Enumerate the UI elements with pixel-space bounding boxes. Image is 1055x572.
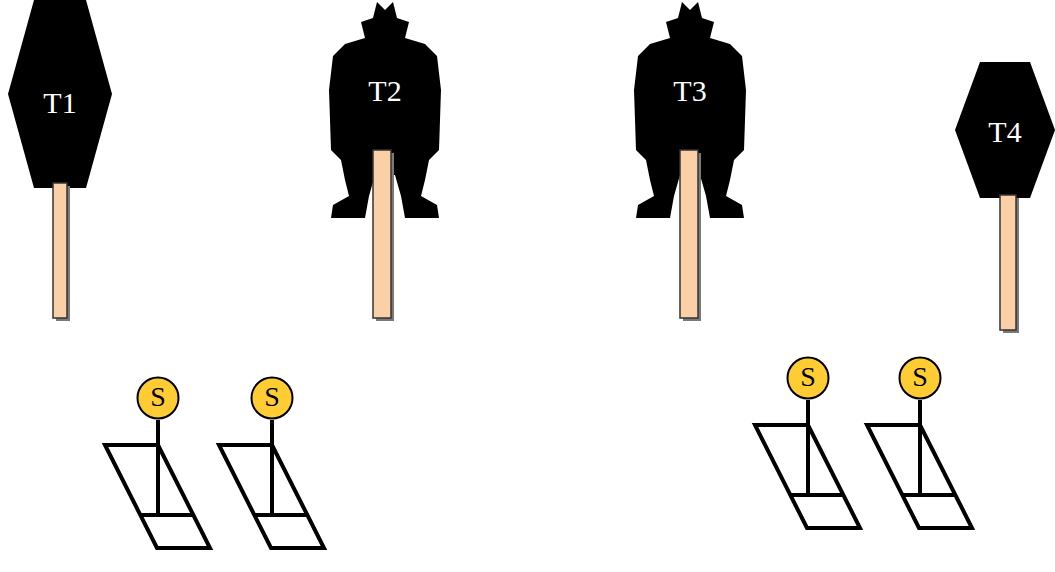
shooter-marker: S <box>786 356 830 400</box>
shooter-marker: S <box>136 376 180 420</box>
silhouette-shape <box>634 2 746 218</box>
target-label: T2 <box>325 74 445 108</box>
target-silhouette: T2 <box>325 0 445 222</box>
shooter-stand <box>105 420 210 548</box>
target-label: T3 <box>630 74 750 108</box>
shooter-label: S <box>136 381 180 413</box>
shooter-stand <box>867 400 972 528</box>
silhouette-shape <box>329 2 441 218</box>
target-stick <box>373 150 394 321</box>
target-board: T1 <box>8 0 112 188</box>
shooter-stand <box>755 400 860 528</box>
shooter-marker: S <box>250 376 294 420</box>
shooter-label: S <box>250 381 294 413</box>
target-silhouette-outline <box>325 0 445 222</box>
target-stick <box>53 183 70 321</box>
target-label: T4 <box>955 115 1055 149</box>
shooter-label: S <box>898 361 942 393</box>
target-stick <box>1000 195 1019 333</box>
hexagon-shape <box>955 62 1055 198</box>
shooter-label: S <box>786 361 830 393</box>
target-silhouette: T3 <box>630 0 750 222</box>
target-board: T4 <box>955 62 1055 198</box>
hexagon-shape <box>8 0 112 188</box>
target-label: T1 <box>8 86 112 120</box>
shooter-stand <box>219 420 324 548</box>
target-silhouette-outline <box>630 0 750 222</box>
target-stick <box>680 150 701 321</box>
shooter-marker: S <box>898 356 942 400</box>
